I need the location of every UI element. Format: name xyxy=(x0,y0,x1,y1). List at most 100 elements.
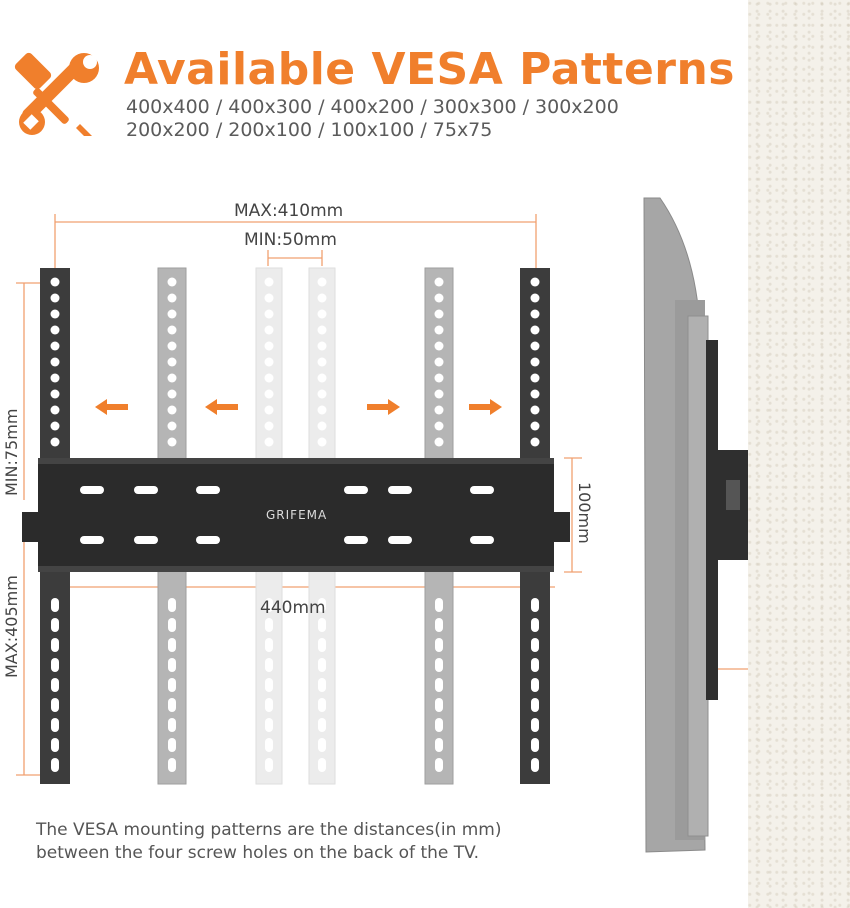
arm-hole xyxy=(434,373,444,383)
arm-hole xyxy=(434,437,444,447)
arm-slot xyxy=(318,738,326,752)
arm-hole xyxy=(530,437,540,447)
page-title: Available VESA Patterns xyxy=(124,44,735,95)
arm-hole xyxy=(530,293,540,303)
arm-hole xyxy=(50,357,60,367)
arm-hole xyxy=(167,389,177,399)
arm-hole xyxy=(530,325,540,335)
max-height-label: MAX:405mm xyxy=(2,575,21,678)
arm-slot xyxy=(435,758,443,772)
arm-hole xyxy=(317,405,327,415)
arm-hole xyxy=(434,341,444,351)
arm-slot xyxy=(435,638,443,652)
arm-hole xyxy=(264,373,274,383)
arm-hole xyxy=(167,373,177,383)
arm-hole xyxy=(167,357,177,367)
plate-height-label: 100mm xyxy=(575,482,594,544)
arm-hole xyxy=(264,293,274,303)
arm-hole xyxy=(530,357,540,367)
arm-hole xyxy=(50,405,60,415)
arm-slot xyxy=(168,738,176,752)
arm-slot xyxy=(51,738,59,752)
arm-hole xyxy=(264,421,274,431)
note-line-2: between the four screw holes on the back… xyxy=(36,843,479,863)
arm-slot xyxy=(51,678,59,692)
arm-hole xyxy=(264,341,274,351)
arm-slot xyxy=(265,658,273,672)
arm-slot xyxy=(168,758,176,772)
min-width-label: MIN:50mm xyxy=(244,230,337,250)
arm-slot xyxy=(265,618,273,632)
arm-hole xyxy=(167,293,177,303)
plate-slot xyxy=(134,536,158,544)
arm-slot xyxy=(265,678,273,692)
arm-slot xyxy=(531,718,539,732)
arm-slot xyxy=(168,618,176,632)
plate-slot xyxy=(388,486,412,494)
brand-logo: GRIFEMA xyxy=(266,508,328,522)
arm-hole xyxy=(264,309,274,319)
arm-hole xyxy=(434,405,444,415)
plate-slot xyxy=(196,486,220,494)
arm-slot xyxy=(318,758,326,772)
arm-hole xyxy=(50,277,60,287)
arm-slot xyxy=(531,598,539,612)
arm-slot xyxy=(265,638,273,652)
arm-slot xyxy=(168,638,176,652)
arm-hole xyxy=(530,421,540,431)
plate-slot xyxy=(80,536,104,544)
arm-hole xyxy=(167,421,177,431)
arm-hole xyxy=(530,389,540,399)
arm-slot xyxy=(265,718,273,732)
plate-slot xyxy=(344,536,368,544)
arm-hole xyxy=(530,309,540,319)
patterns-line-1: 400x400 / 400x300 / 400x200 / 300x300 / … xyxy=(126,96,619,118)
arm-hole xyxy=(50,325,60,335)
arm-slot xyxy=(168,698,176,712)
wall-texture xyxy=(748,0,850,908)
arm-slot xyxy=(531,658,539,672)
arm-hole xyxy=(530,405,540,415)
plate-slot xyxy=(196,536,220,544)
arm-hole xyxy=(50,309,60,319)
arm-slot xyxy=(435,738,443,752)
arm-slot xyxy=(51,618,59,632)
arm-hole xyxy=(264,389,274,399)
arm-hole xyxy=(167,405,177,415)
arm-slot xyxy=(51,758,59,772)
arm-slot xyxy=(531,738,539,752)
arm-hole xyxy=(50,421,60,431)
arm-hole xyxy=(434,277,444,287)
plate-slot xyxy=(470,536,494,544)
arm-hole xyxy=(264,437,274,447)
arm-hole xyxy=(167,341,177,351)
plate-slot xyxy=(80,486,104,494)
arm-hole xyxy=(317,357,327,367)
arm-hole xyxy=(434,325,444,335)
arm-hole xyxy=(264,357,274,367)
arm-slot xyxy=(51,718,59,732)
arm-slot xyxy=(435,678,443,692)
arm-slot xyxy=(168,718,176,732)
arm-hole xyxy=(434,293,444,303)
arm-slot xyxy=(51,698,59,712)
arm-slot xyxy=(51,658,59,672)
arm-hole xyxy=(50,389,60,399)
plate-slot xyxy=(388,536,412,544)
arm-hole xyxy=(317,421,327,431)
arm-slot xyxy=(318,598,326,612)
arm-hole xyxy=(50,373,60,383)
plate-slot xyxy=(470,486,494,494)
arm-slot xyxy=(265,698,273,712)
note-line-1: The VESA mounting patterns are the dista… xyxy=(36,820,502,840)
arm-hole xyxy=(434,357,444,367)
arm-hole xyxy=(50,437,60,447)
arm-hole xyxy=(434,389,444,399)
arm-hole xyxy=(167,437,177,447)
arm-hole xyxy=(167,325,177,335)
arm-slot xyxy=(318,618,326,632)
arm-hole xyxy=(317,309,327,319)
arm-slot xyxy=(531,618,539,632)
arm-slot xyxy=(168,658,176,672)
arm-slot xyxy=(265,598,273,612)
